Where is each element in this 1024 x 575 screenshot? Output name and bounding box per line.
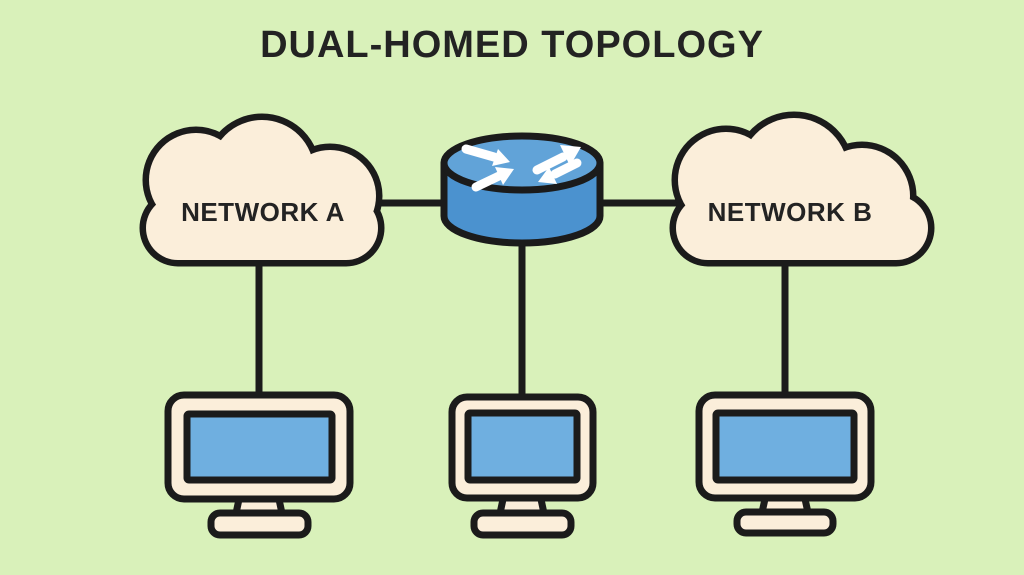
network-b-label: NETWORK B xyxy=(708,197,873,227)
network-a-label: NETWORK A xyxy=(181,197,345,227)
workstation-a-icon xyxy=(164,391,354,539)
cloud-a-icon xyxy=(139,113,385,267)
cloud-b-icon xyxy=(669,111,935,267)
workstation-c-icon xyxy=(695,391,875,537)
cloud-network-b: NETWORK B xyxy=(669,111,935,267)
connector-lines xyxy=(255,199,789,414)
routing-arrows-icon xyxy=(461,144,582,192)
router-icon xyxy=(440,132,604,247)
cloud-network-a: NETWORK A xyxy=(139,113,385,267)
diagram-title: DUAL-HOMED TOPOLOGY xyxy=(260,24,764,66)
workstation-b-icon xyxy=(448,393,597,539)
